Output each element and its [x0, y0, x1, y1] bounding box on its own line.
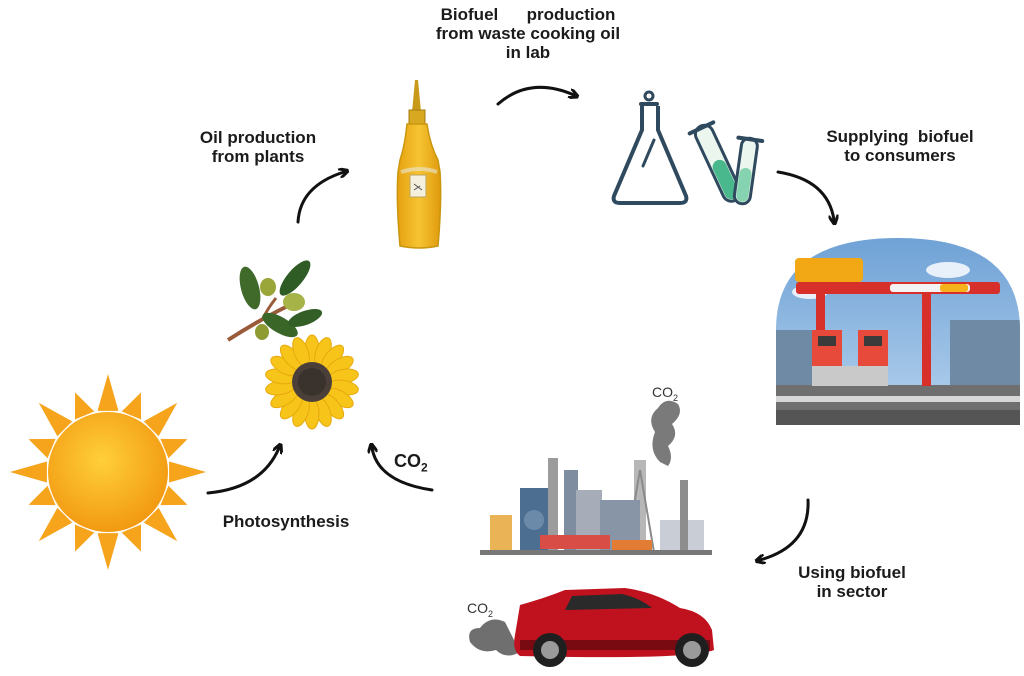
arrow-to-oil-bottle: [296, 172, 344, 224]
label-using-biofuel: Using biofuel in sector: [798, 563, 906, 601]
test-tube-icon: [687, 120, 765, 206]
label-oil-production: Oil production from plants: [199, 128, 317, 166]
flow-arrows: [206, 85, 834, 560]
sunflower-icon: [265, 334, 359, 430]
arrow-to-station: [776, 170, 834, 220]
arrow-sun-to-sunflower: [206, 448, 279, 495]
car-icon: [469, 588, 714, 667]
olive-branch-icon: [226, 260, 323, 342]
oil-bottle-icon: [396, 80, 442, 249]
label-photosynthesis: Photosynthesis: [222, 512, 350, 531]
co2-factory-label: CO2: [652, 384, 679, 403]
label-biofuel-lab: Biofuel production from waste cooking oi…: [435, 5, 621, 62]
arrow-to-sector: [760, 498, 810, 560]
label-supplying-biofuel: Supplying biofuel to consumers: [826, 127, 974, 165]
factory-icon: [480, 400, 712, 555]
co2-car-label: CO2: [467, 600, 494, 619]
flask-icon: [611, 90, 689, 205]
gas-station-icon: [776, 238, 1020, 425]
arrow-co2-to-sunflower: [372, 448, 434, 492]
arrow-to-lab: [496, 85, 574, 106]
sun-icon: [10, 374, 206, 570]
label-co2: CO2: [394, 451, 428, 475]
